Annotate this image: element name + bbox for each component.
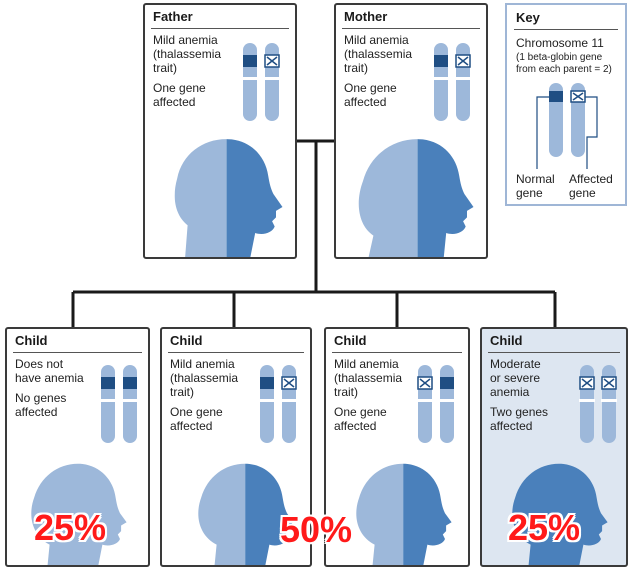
card-divider [332, 352, 462, 353]
chromosome-pair [433, 43, 471, 121]
key-normal-gene-label: Normal gene [516, 172, 555, 200]
probability-label: 25% [34, 507, 107, 548]
key-title: Key [516, 10, 540, 25]
condition-text: Mild anemia (thalassemia trait) [334, 357, 403, 399]
normal-chromosome [100, 365, 116, 443]
card-divider [488, 352, 620, 353]
genes-text: One gene affected [334, 405, 387, 433]
affected-chromosome [264, 43, 280, 121]
probability-label: 50% [280, 509, 353, 550]
child-head-icon [31, 463, 127, 565]
card-description: Does not have anemia No genes affected [15, 357, 84, 425]
child-head-icon [512, 463, 608, 565]
affected-chromosome [579, 365, 595, 443]
child-head-icon [356, 463, 452, 565]
card-description: Mild anemia (thalassemia trait) One gene… [334, 357, 402, 439]
legend-key: Key Chromosome 11 (1 beta-globin gene fr… [505, 3, 627, 206]
chromosome-pair [100, 365, 138, 443]
genes-text: One gene affected [344, 81, 397, 109]
chromosome-pair [242, 43, 280, 121]
mother-card: Mother Mild anemia (thalassemia trait) O… [334, 3, 488, 259]
chromosome-pair [417, 365, 455, 443]
child-card: Child Moderate or severe anemia Two gene… [480, 327, 628, 567]
affected-chromosome [601, 365, 617, 443]
chromosome-pair [259, 365, 297, 443]
key-affected-gene-label: Affected gene [569, 172, 613, 200]
card-divider [13, 352, 142, 353]
card-divider [342, 28, 480, 29]
probability-label: 25% [508, 507, 581, 548]
genes-text: One gene affected [170, 405, 223, 433]
affected-chromosome [281, 365, 297, 443]
genes-text: One gene affected [153, 81, 206, 109]
card-description: Mild anemia (thalassemia trait) One gene… [153, 33, 221, 115]
genes-text: No genes affected [15, 391, 67, 419]
card-title: Child [490, 333, 523, 348]
normal-chromosome [122, 365, 138, 443]
card-description: Mild anemia (thalassemia trait) One gene… [344, 33, 412, 115]
key-pointer-lines [536, 96, 598, 169]
key-divider [514, 29, 618, 30]
female-head-icon [358, 139, 474, 257]
key-chromosome-label: Chromosome 11 [516, 36, 604, 50]
card-divider [168, 352, 304, 353]
card-title: Child [170, 333, 203, 348]
male-head-icon [174, 139, 283, 257]
condition-text: Moderate or severe anemia [490, 357, 541, 399]
key-normal-chromosome [549, 83, 563, 157]
genes-text: Two genes affected [490, 405, 549, 433]
card-description: Moderate or severe anemia Two genes affe… [490, 357, 548, 439]
card-title: Father [153, 9, 193, 24]
child-head-icon [198, 463, 294, 565]
key-affected-chromosome [570, 83, 586, 157]
key-chromosome-diagram [536, 83, 598, 169]
father-card: Father Mild anemia (thalassemia trait) O… [143, 3, 297, 259]
normal-chromosome [259, 365, 275, 443]
card-divider [151, 28, 289, 29]
condition-text: Mild anemia (thalassemia trait) [153, 33, 222, 75]
affected-chromosome [417, 365, 433, 443]
condition-text: Mild anemia (thalassemia trait) [344, 33, 413, 75]
chromosome-pair [579, 365, 617, 443]
key-note: (1 beta-globin gene from each parent = 2… [516, 52, 612, 75]
card-description: Mild anemia (thalassemia trait) One gene… [170, 357, 238, 439]
child-card: Child Mild anemia (thalassemia trait) On… [324, 327, 470, 567]
card-title: Mother [344, 9, 388, 24]
card-title: Child [15, 333, 48, 348]
child-card: Child Mild anemia (thalassemia trait) On… [160, 327, 312, 567]
affected-chromosome [455, 43, 471, 121]
normal-chromosome [433, 43, 449, 121]
normal-chromosome [242, 43, 258, 121]
normal-chromosome [439, 365, 455, 443]
condition-text: Does not have anemia [15, 357, 84, 385]
child-card: Child Does not have anemia No genes affe… [5, 327, 150, 567]
condition-text: Mild anemia (thalassemia trait) [170, 357, 239, 399]
card-title: Child [334, 333, 367, 348]
